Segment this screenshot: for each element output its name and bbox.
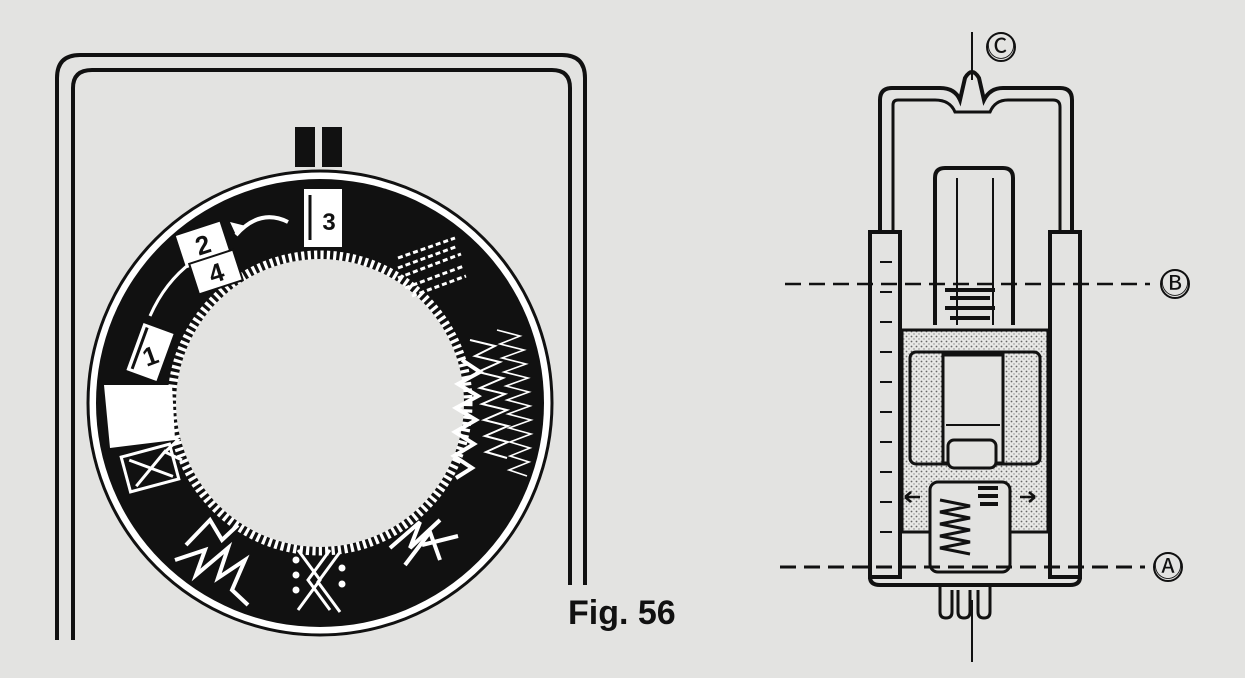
indicator-mark-icon — [295, 127, 315, 167]
presser-foot-diagram — [780, 32, 1190, 662]
stretch-stitch-icon — [388, 518, 459, 567]
satin-stitch-icon — [469, 329, 534, 477]
callout-b: Ⓑ — [1161, 268, 1189, 299]
zigzag-stitch-icon — [450, 358, 484, 480]
decorative-stitch-icon — [119, 430, 183, 494]
blind-hem-stitch-icon — [174, 541, 250, 607]
callout-a: Ⓐ — [1154, 551, 1182, 582]
figure-caption: Fig. 56 — [568, 594, 676, 632]
pattern-selector-dial[interactable]: 1 2 4 3 — [86, 169, 554, 637]
dial-position-3: 3 — [322, 209, 335, 236]
indicator-mark-icon — [322, 127, 342, 167]
buttonhole-stitch-icon — [397, 236, 467, 298]
dial-center — [176, 259, 464, 547]
dial-panel — [55, 53, 587, 640]
callout-c: Ⓒ — [987, 31, 1015, 62]
feather-stitch-icon — [292, 549, 346, 613]
